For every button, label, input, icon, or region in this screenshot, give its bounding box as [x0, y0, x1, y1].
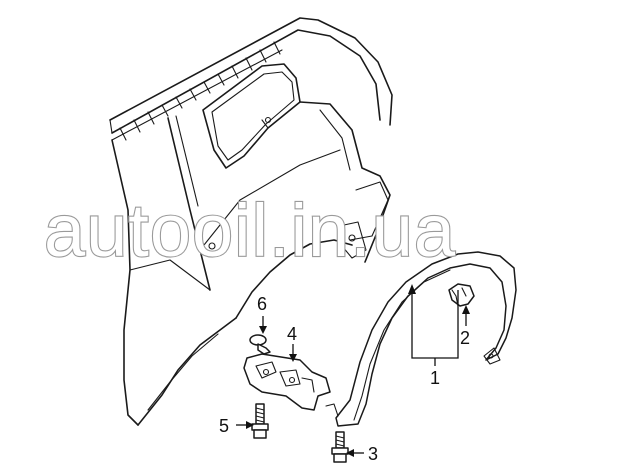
callout-6: 6	[257, 294, 267, 314]
clip-part	[448, 283, 475, 307]
bolt-part-3	[331, 431, 349, 463]
bracket-part	[243, 353, 331, 411]
quarter-panel	[109, 17, 393, 426]
callout-leaders	[236, 284, 470, 457]
watermark-text: autooil.in.ua	[44, 189, 456, 272]
callout-3: 3	[368, 444, 378, 464]
callout-1: 1	[430, 368, 440, 388]
callout-2: 2	[460, 328, 470, 348]
callout-5: 5	[219, 416, 229, 436]
push-pin-part	[249, 334, 271, 355]
bolt-part-5	[251, 403, 269, 439]
callout-4: 4	[287, 324, 297, 344]
wheel-arch-flare-part	[325, 251, 517, 427]
